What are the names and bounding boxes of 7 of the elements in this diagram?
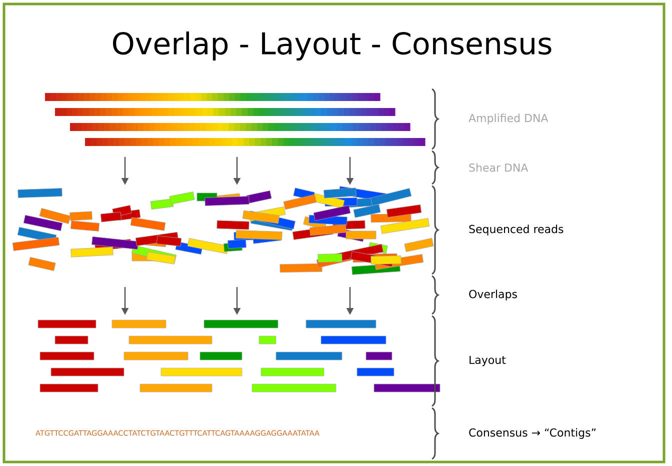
stage-label: Sequenced reads bbox=[469, 224, 564, 236]
stage-label: Layout bbox=[470, 356, 506, 366]
stage-label: Consensus → “Contigs” bbox=[469, 428, 596, 439]
title: Overlap - Layout - Consensus bbox=[112, 32, 552, 61]
stage-label: Overlaps bbox=[469, 290, 517, 300]
stage-label: Amplified DNA bbox=[468, 114, 548, 124]
stage-label: Shear DNA bbox=[469, 163, 528, 172]
